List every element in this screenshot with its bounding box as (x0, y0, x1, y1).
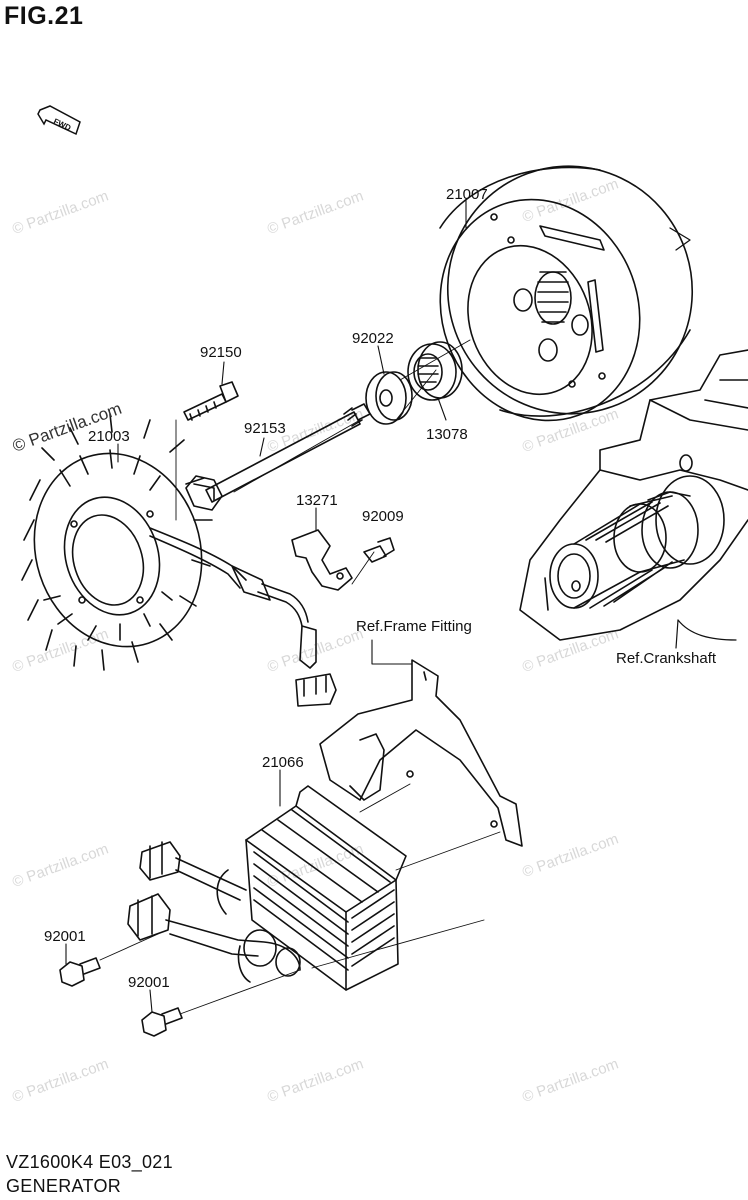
regulator-21066-drawing (216, 785, 407, 991)
part-label-92001-upper[interactable]: 92001 (44, 928, 86, 945)
crankshaft-drawing (544, 475, 737, 649)
part-label-13271[interactable]: 13271 (296, 492, 338, 509)
bolt-92001-lower-drawing (141, 1007, 183, 1037)
part-label-21066[interactable]: 21066 (262, 754, 304, 771)
washer-92022-drawing (365, 371, 413, 425)
bolt-92001-upper-drawing (59, 957, 101, 987)
section-name: GENERATOR (6, 1176, 122, 1196)
stator-21003-drawing (21, 413, 213, 671)
bolt-92009-drawing (363, 537, 395, 563)
frame-bracket-drawing (319, 659, 523, 847)
figure-title: FIG.21 (4, 2, 84, 30)
part-label-13078[interactable]: 13078 (426, 426, 468, 443)
regulator-connectors-drawing (127, 841, 301, 983)
bolt-92150-drawing (183, 381, 239, 421)
part-label-21007[interactable]: 21007 (446, 186, 488, 203)
part-label-92022[interactable]: 92022 (352, 330, 394, 347)
part-label-21003[interactable]: 21003 (88, 428, 130, 445)
part-label-92150[interactable]: 92150 (200, 344, 242, 361)
rotor-21007-drawing (439, 165, 694, 422)
stator-wiring-drawing (149, 527, 337, 707)
part-label-92009[interactable]: 92009 (362, 508, 404, 525)
assembly-lines (99, 339, 501, 1015)
part-label-92153[interactable]: 92153 (244, 420, 286, 437)
leader-lines (65, 199, 467, 1013)
bolt-92153-drawing (185, 403, 371, 511)
clamp-13271-drawing (291, 529, 353, 591)
ref-frame-fitting-label: Ref.Frame Fitting (356, 618, 472, 635)
forward-direction-icon: FWD (37, 105, 81, 136)
crankcase-drawing (519, 349, 748, 641)
ref-crankshaft-label: Ref.Crankshaft (616, 650, 717, 667)
model-code: VZ1600K4 E03_021 (6, 1152, 173, 1172)
part-label-92001-lower[interactable]: 92001 (128, 974, 170, 991)
